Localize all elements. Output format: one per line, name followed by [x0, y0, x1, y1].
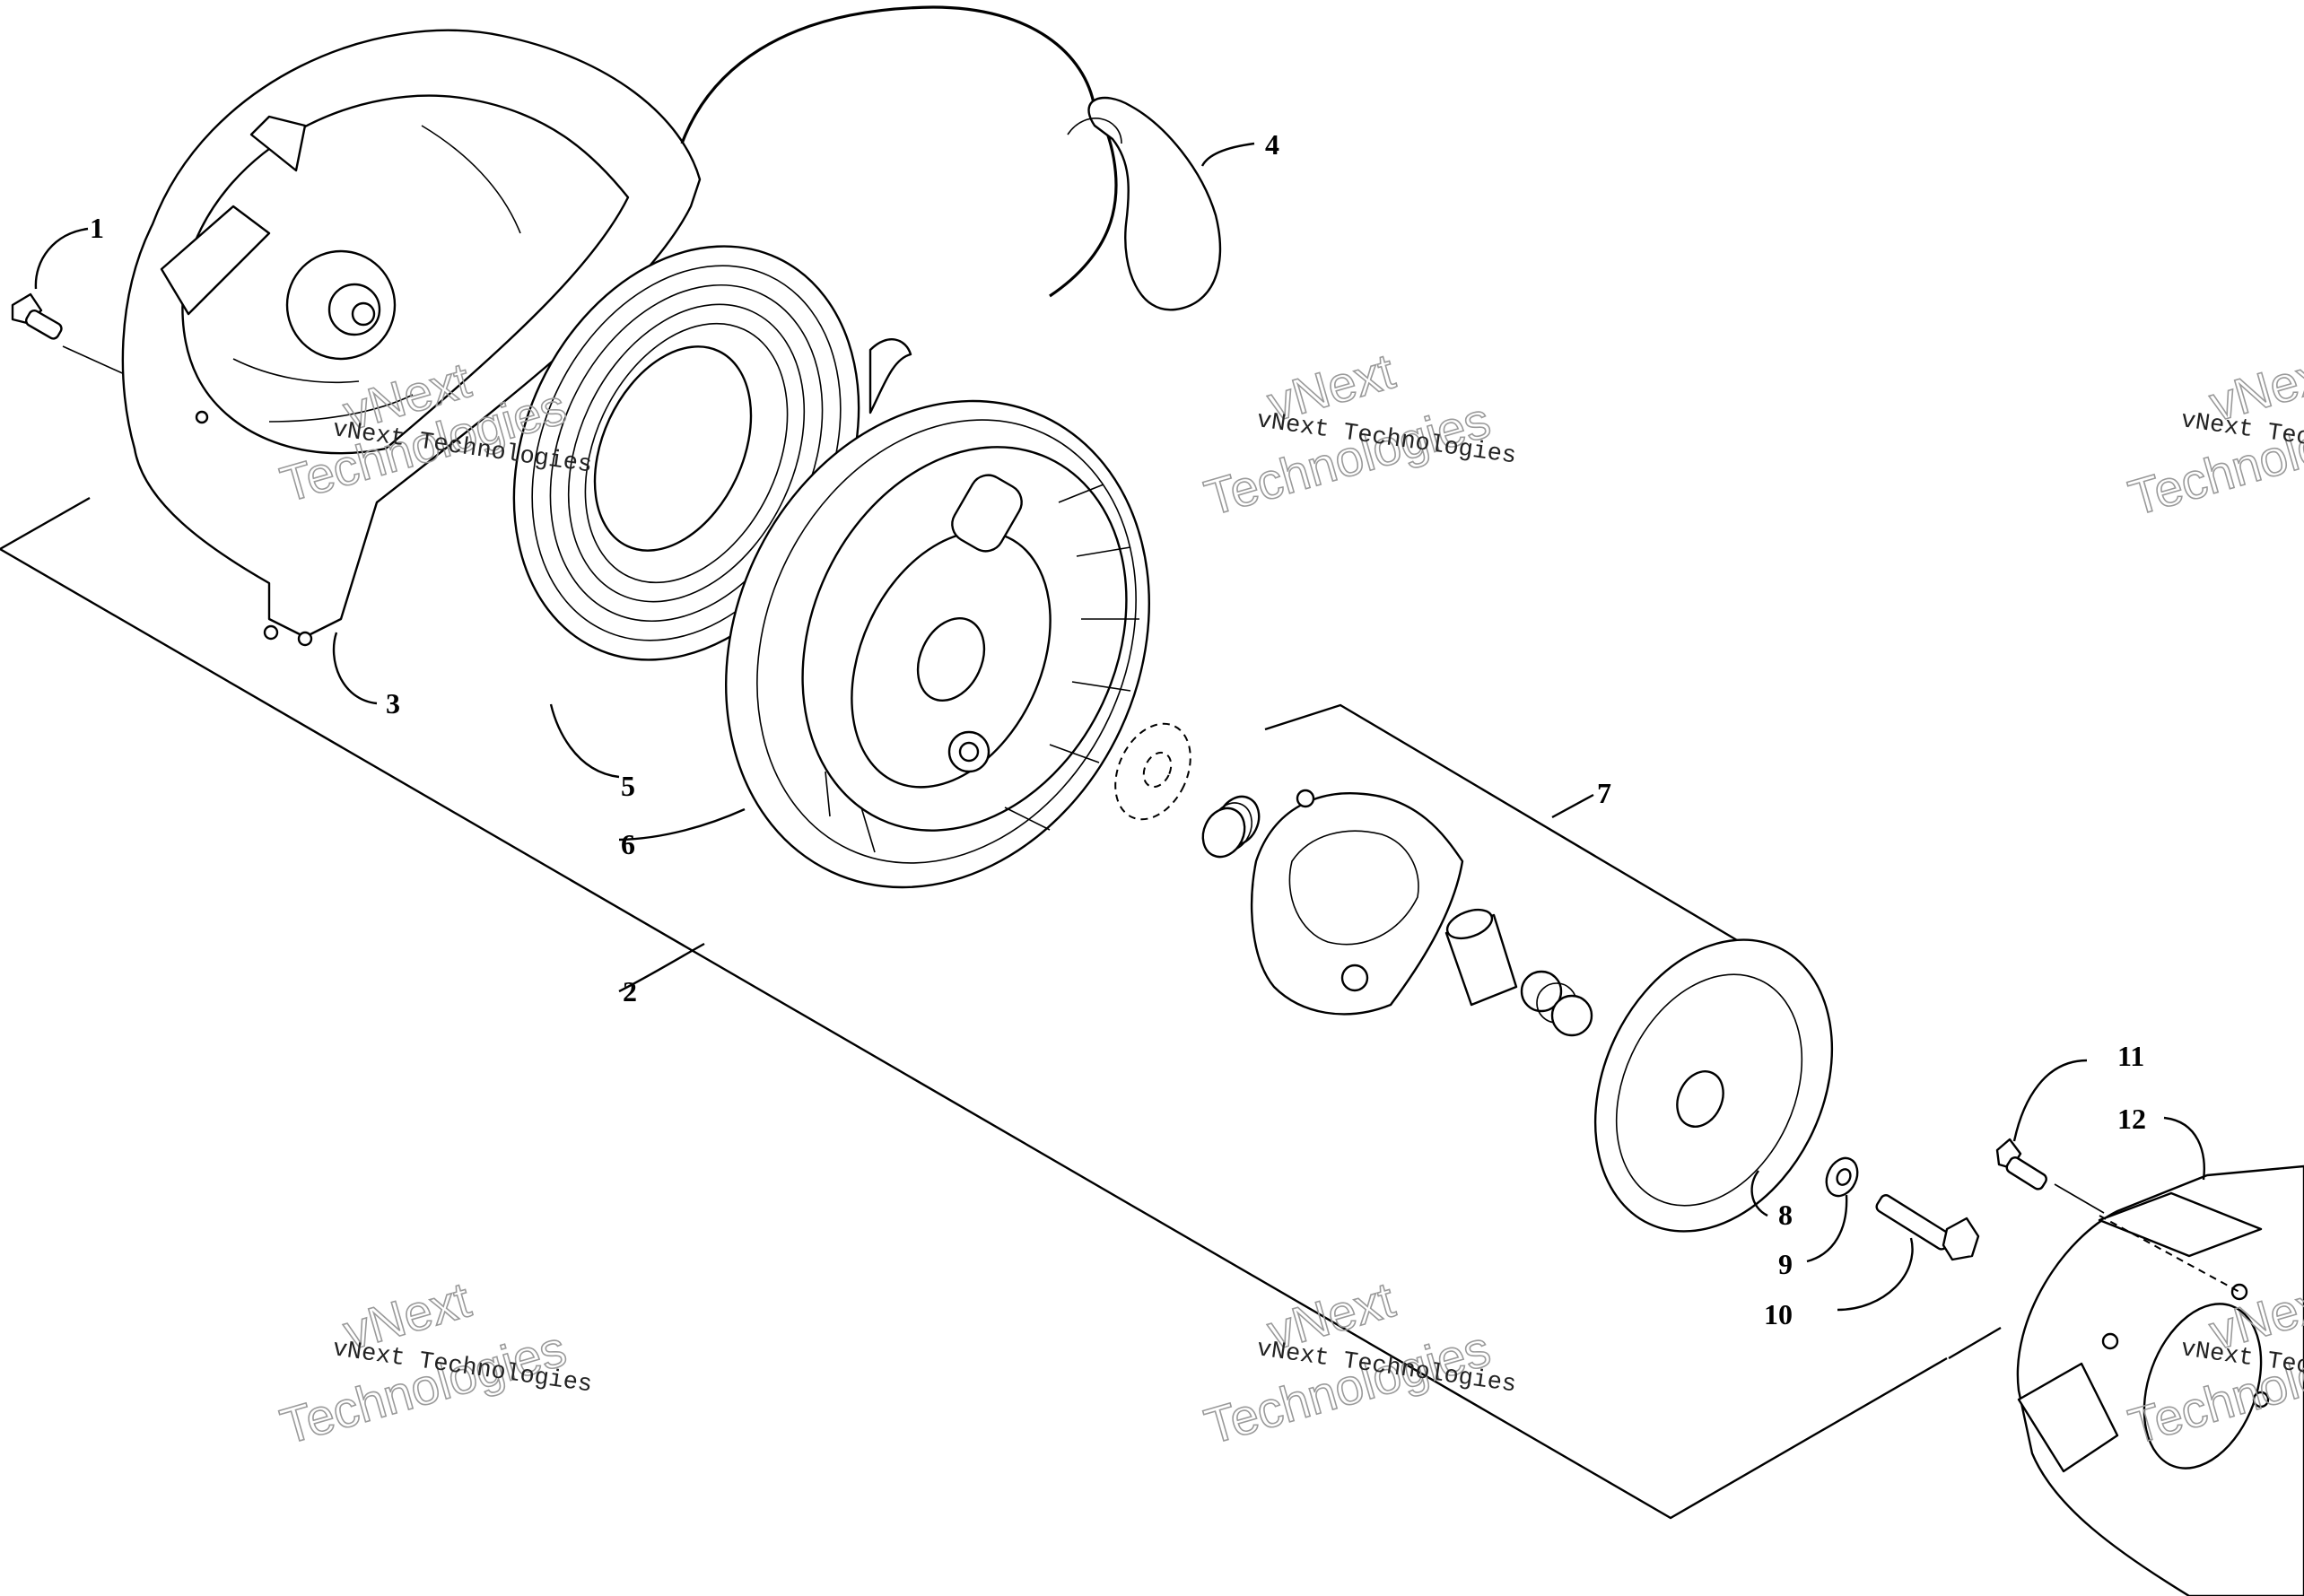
- rope-pulley: [725, 399, 1150, 889]
- callout-6: 6: [621, 828, 635, 860]
- drive-plate: [1593, 938, 1834, 1233]
- bolt-11: [1995, 1138, 2105, 1214]
- callout-8: 8: [1778, 1199, 1793, 1231]
- starter-housing: [121, 29, 702, 647]
- callout-11: 11: [2117, 1040, 2144, 1072]
- callout-12: 12: [2117, 1103, 2146, 1135]
- return-spring: [1520, 970, 1593, 1037]
- starter-rope: [680, 5, 1222, 311]
- callout-4: 4: [1265, 128, 1279, 161]
- watermark-bottom-center: vNext Technologies vNext Technologies: [1198, 1270, 1518, 1456]
- watermark-bottom-left: vNext Technologies vNext Technologies: [274, 1270, 594, 1456]
- center-bolt: [1875, 1194, 1980, 1261]
- watermark-top-center: vNext Technologies vNext Technologies: [1198, 342, 1518, 528]
- callouts: 1 2 3 4 5 6 7 8 9 10 11 12: [90, 128, 2146, 1330]
- starter-cup: [2016, 1164, 2304, 1596]
- ratchet-plate: [1250, 789, 1464, 1016]
- small-spring: [1201, 795, 1261, 859]
- callout-3: 3: [386, 687, 400, 720]
- assembly-bracket: [0, 496, 2002, 1520]
- callout-10: 10: [1764, 1298, 1793, 1330]
- watermark-top-right: vNext Technologies vNext Technologies: [2122, 342, 2304, 528]
- callout-1: 1: [90, 212, 104, 244]
- leader-lines: [34, 142, 2205, 1312]
- callout-2: 2: [623, 975, 637, 1007]
- callout-9: 9: [1778, 1248, 1793, 1280]
- bushing: [1444, 908, 1518, 1007]
- callout-7: 7: [1597, 777, 1611, 809]
- washer-9: [1825, 1156, 1859, 1198]
- callout-5: 5: [621, 770, 635, 802]
